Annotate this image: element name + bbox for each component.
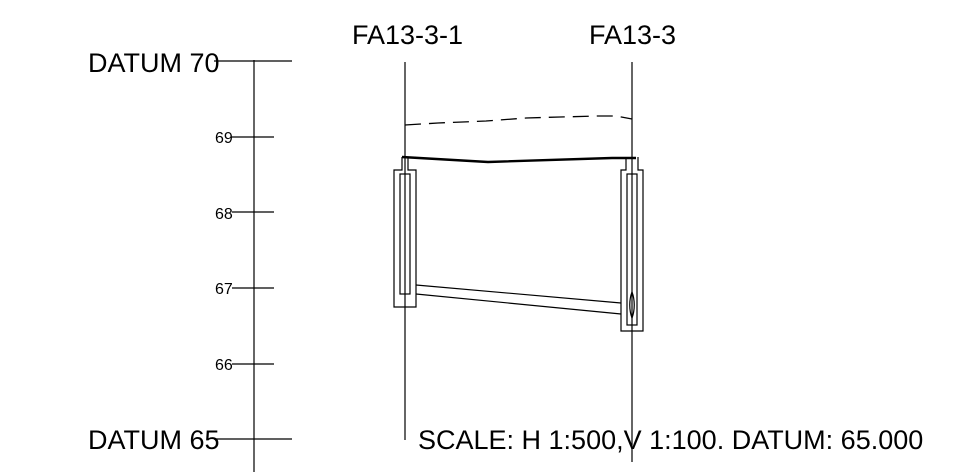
datum-bottom-label: DATUM 65 (88, 425, 220, 455)
existing-ground-line (404, 115, 633, 126)
scale-note: SCALE: H 1:500,V 1:100. DATUM: 65.000 (418, 425, 923, 455)
manhole-chamber-right (620, 157, 644, 332)
level-label-69: 69 (215, 130, 233, 147)
datum-top-label: DATUM 70 (88, 48, 220, 78)
level-label-67: 67 (215, 281, 233, 298)
pipe-section (415, 284, 622, 315)
proposed-ground-line (401, 155, 636, 164)
level-label-66: 66 (215, 357, 233, 374)
manhole-label-right: FA13-3 (589, 20, 676, 50)
manhole-chamber-left (393, 157, 417, 308)
level-label-68: 68 (215, 206, 233, 223)
manhole-label-left: FA13-3-1 (352, 20, 463, 50)
